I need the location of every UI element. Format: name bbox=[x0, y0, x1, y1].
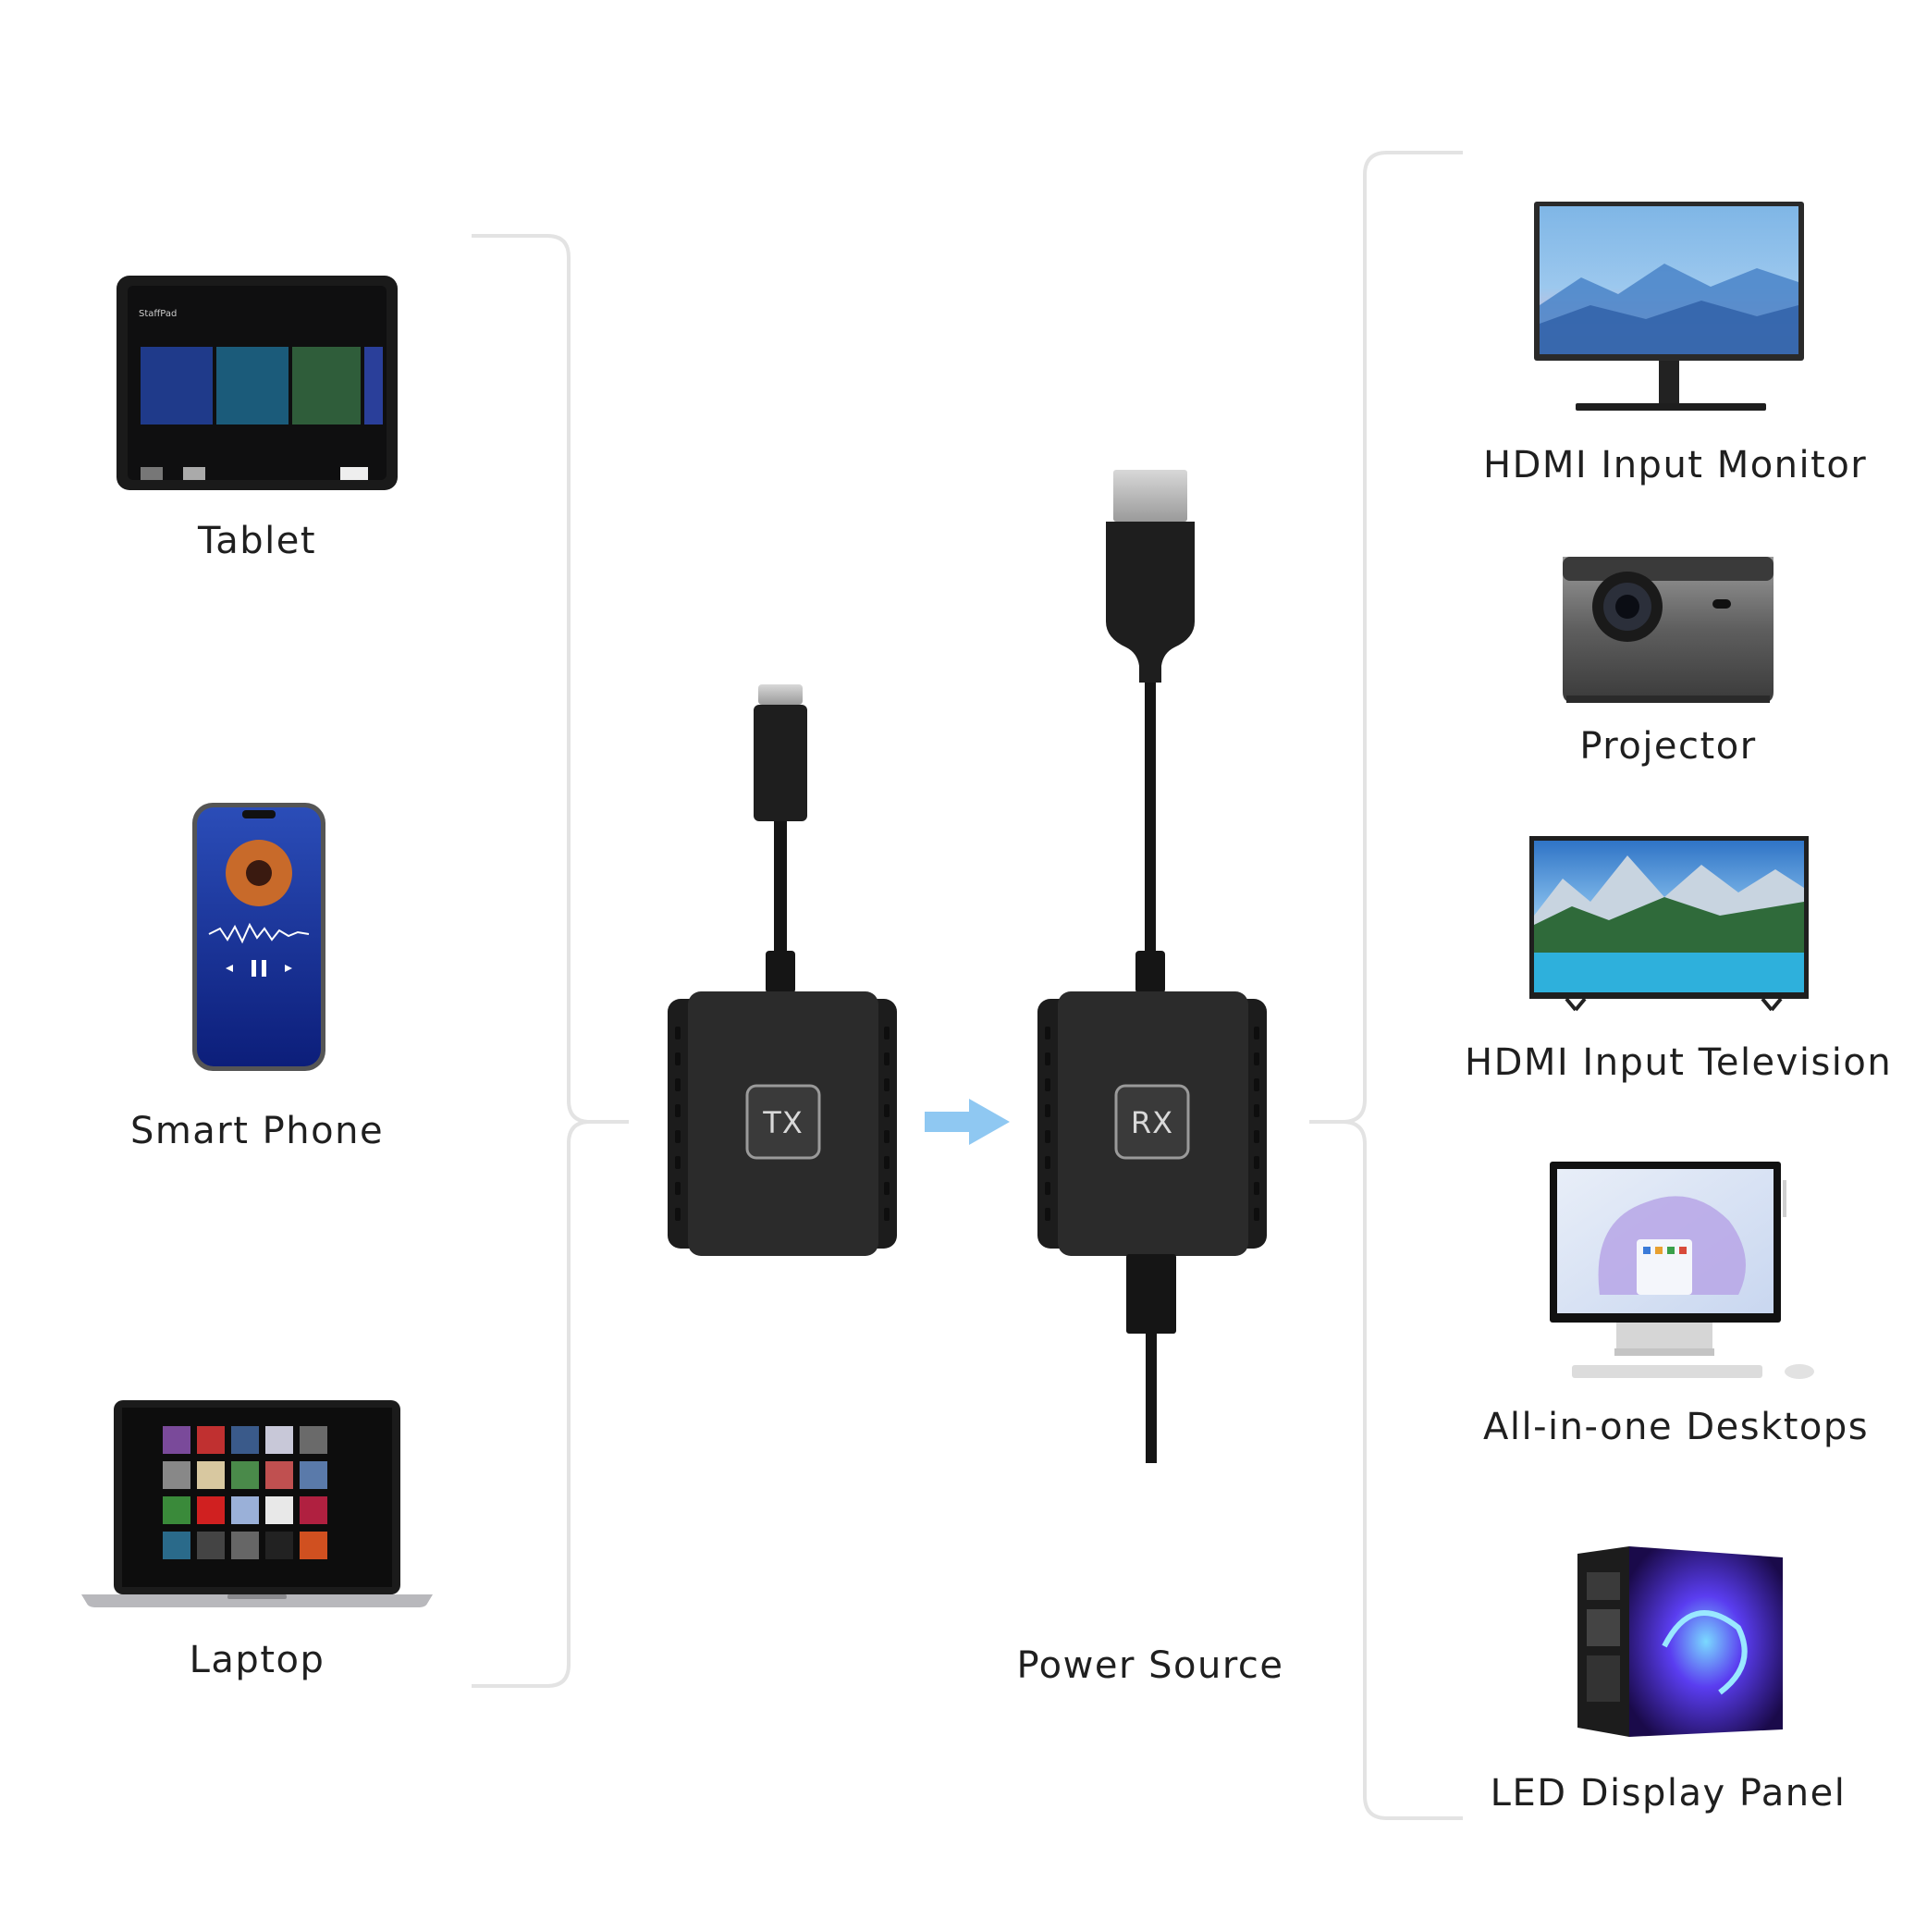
laptop-icon bbox=[81, 1400, 433, 1607]
flow-arrow bbox=[925, 1099, 1010, 1145]
smartphone-label: Smart Phone bbox=[129, 1110, 385, 1152]
right-bracket bbox=[1309, 151, 1463, 1820]
tablet-icon: StaffPad bbox=[117, 276, 398, 490]
laptop-label: Laptop bbox=[189, 1639, 325, 1681]
all-in-one-desktop-icon bbox=[1550, 1162, 1814, 1379]
led-panel-label: LED Display Panel bbox=[1490, 1772, 1847, 1815]
led-panel-icon bbox=[1577, 1546, 1783, 1737]
monitor-icon bbox=[1534, 202, 1804, 411]
left-bracket bbox=[472, 234, 629, 1688]
tx-badge: TX bbox=[762, 1105, 803, 1140]
smartphone-icon bbox=[192, 803, 325, 1071]
rx-badge: RX bbox=[1131, 1105, 1173, 1140]
tablet-label: Tablet bbox=[197, 520, 317, 562]
tx-device: TX bbox=[668, 684, 897, 1256]
television-label: HDMI Input Television bbox=[1465, 1041, 1893, 1084]
svg-text:StaffPad: StaffPad bbox=[139, 309, 177, 319]
rx-device: RX bbox=[1037, 470, 1267, 1463]
power-source-label: Power Source bbox=[1016, 1644, 1284, 1687]
projector-icon bbox=[1563, 557, 1774, 703]
all-in-one-desktop-label: All-in-one Desktops bbox=[1483, 1406, 1870, 1448]
television-icon bbox=[1529, 836, 1809, 1012]
projector-label: Projector bbox=[1579, 725, 1757, 768]
monitor-label: HDMI Input Monitor bbox=[1483, 444, 1868, 486]
